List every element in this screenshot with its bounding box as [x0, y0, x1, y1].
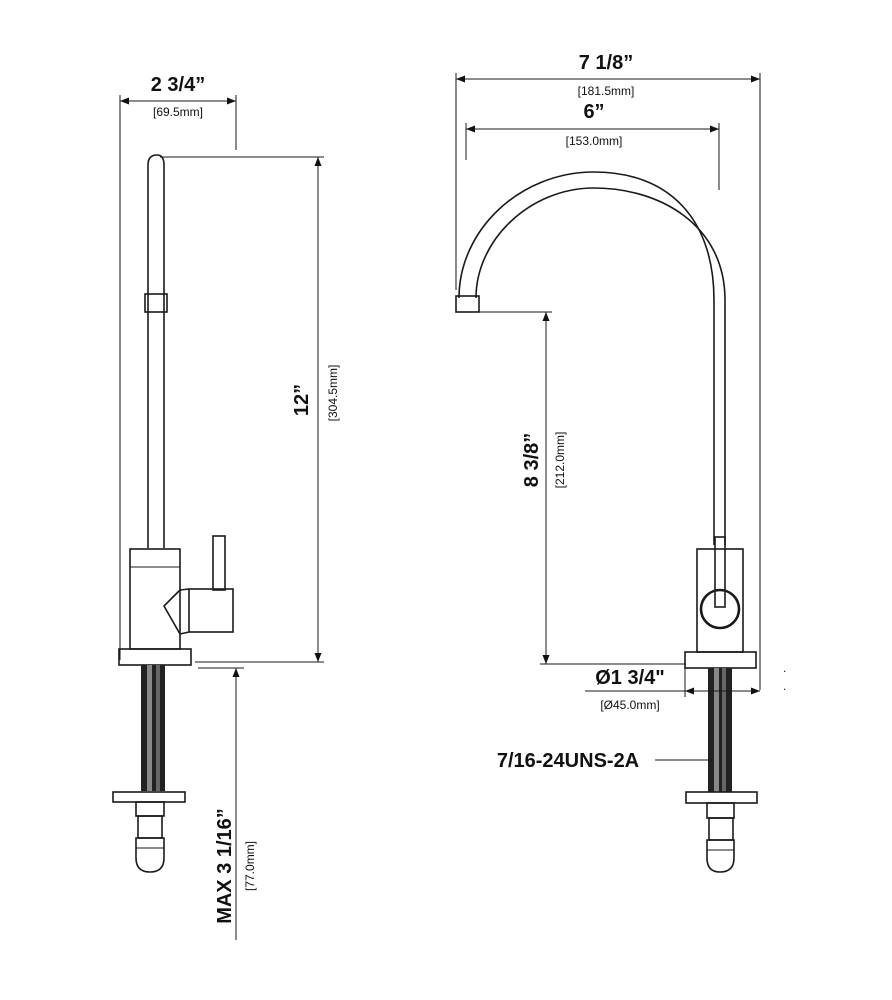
- front-total-width-mm-label: [181.5mm]: [578, 84, 635, 98]
- side-width-in-label: 2 3/4”: [151, 74, 205, 96]
- front-faucet-body: [684, 536, 758, 873]
- thread-spec-callout: 7/16-24UNS-2A: [497, 750, 712, 772]
- front-view: 7 1/8” [181.5mm] 6” [153.0mm]: [455, 52, 786, 873]
- side-height-in-label: 12”: [291, 384, 313, 416]
- front-total-width-in-label: 7 1/8”: [579, 52, 633, 74]
- side-shank-in-label: MAX 3 1/16”: [214, 808, 236, 924]
- side-width-mm-label: [69.5mm]: [153, 105, 203, 119]
- front-base-dia-in-label: Ø1 3/4": [595, 667, 665, 689]
- side-shank-mm-label: [77.0mm]: [243, 841, 257, 891]
- front-spout-height-mm-label: [212.0mm]: [553, 432, 567, 489]
- svg-text:.: .: [783, 661, 786, 675]
- front-gooseneck-spout: [455, 171, 726, 545]
- front-spout-height-in-label: 8 3/8”: [521, 433, 543, 487]
- side-width-dimension: 2 3/4” [69.5mm]: [119, 74, 237, 660]
- front-spout-height-dimension: 8 3/8” [212.0mm]: [521, 312, 686, 665]
- front-reach-mm-label: [153.0mm]: [566, 134, 623, 148]
- side-faucet-body: [112, 154, 234, 873]
- thread-spec-label: 7/16-24UNS-2A: [497, 750, 639, 772]
- svg-text:.: .: [783, 679, 786, 693]
- front-base-dia-mm-label: [Ø45.0mm]: [600, 698, 659, 712]
- front-total-width-dimension: 7 1/8” [181.5mm]: [455, 52, 761, 690]
- front-reach-dimension: 6” [153.0mm]: [465, 101, 720, 190]
- side-height-dimension: 12” [304.5mm]: [160, 156, 340, 663]
- front-base-diameter-dimension: Ø1 3/4" [Ø45.0mm] . .: [585, 661, 786, 712]
- side-height-mm-label: [304.5mm]: [326, 365, 340, 422]
- side-shank-dimension: MAX 3 1/16” [77.0mm]: [198, 667, 257, 940]
- side-view: 2 3/4” [69.5mm] 12” [304.5mm]: [112, 74, 340, 940]
- front-reach-in-label: 6”: [583, 101, 604, 123]
